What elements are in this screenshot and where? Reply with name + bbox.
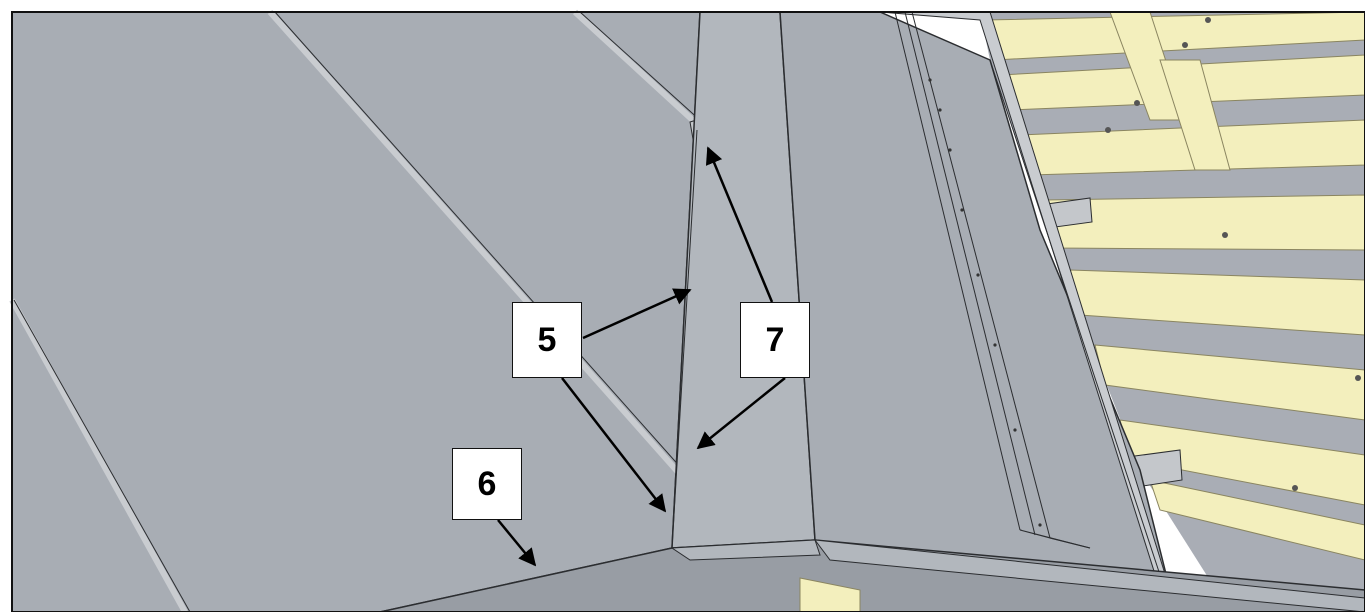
leader-arrows — [497, 146, 786, 567]
callout-7: 7 — [740, 302, 810, 378]
arrow-5-upper — [582, 288, 692, 340]
arrow-6 — [497, 519, 537, 567]
arrow-7-lower — [696, 377, 786, 450]
callout-5: 5 — [512, 302, 582, 378]
left-roof-plane — [9, 9, 707, 612]
frame — [11, 11, 1365, 612]
arrow-7-upper — [705, 146, 774, 303]
arrow-5-lower — [561, 377, 667, 513]
valley-panels — [671, 11, 1171, 591]
eaves-gutter — [379, 539, 1365, 612]
callout-6: 6 — [452, 448, 522, 520]
